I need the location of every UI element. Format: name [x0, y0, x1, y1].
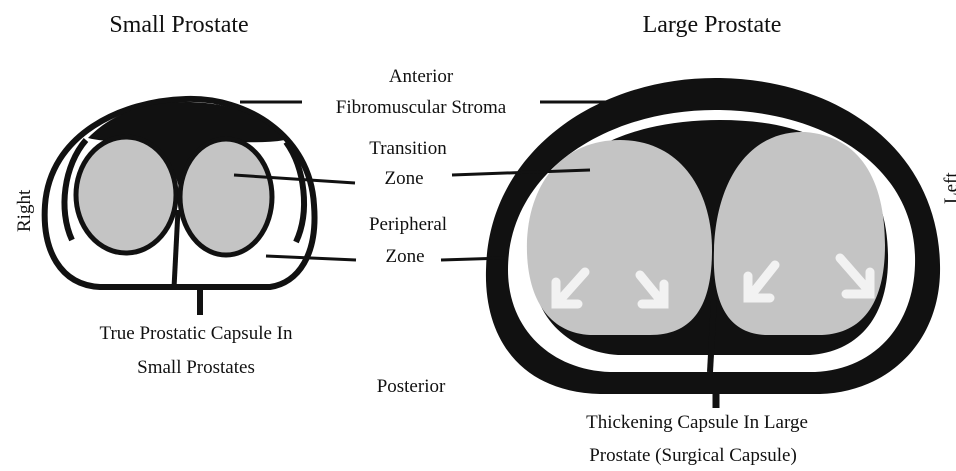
posterior-label: Posterior — [377, 376, 446, 398]
right-side-label: Right — [14, 190, 36, 232]
large-prostate-title: Large Prostate — [643, 12, 782, 39]
small-transition-zone-right — [180, 139, 272, 255]
small-transition-zone-left — [76, 137, 176, 253]
large-capsule-caption-line2: Prostate (Surgical Capsule) — [589, 445, 797, 467]
peripheral-label-line2: Zone — [385, 246, 424, 268]
small-capsule-caption-line2: Small Prostates — [137, 357, 255, 379]
left-side-label: Left — [941, 172, 956, 204]
transition-label-line2: Zone — [384, 168, 423, 190]
anterior-label: Anterior — [389, 66, 453, 88]
transition-label-line1: Transition — [369, 138, 446, 160]
peripheral-leader-right — [441, 258, 505, 260]
stroma-label: Fibromuscular Stroma — [336, 97, 506, 119]
large-prostate — [486, 78, 940, 408]
peripheral-label-line1: Peripheral — [369, 214, 447, 236]
large-midline — [710, 300, 714, 372]
large-capsule-caption-line1: Thickening Capsule In Large — [586, 412, 808, 434]
small-capsule-caption-line1: True Prostatic Capsule In — [100, 323, 293, 345]
small-prostate — [45, 99, 315, 315]
small-prostate-title: Small Prostate — [109, 12, 248, 39]
